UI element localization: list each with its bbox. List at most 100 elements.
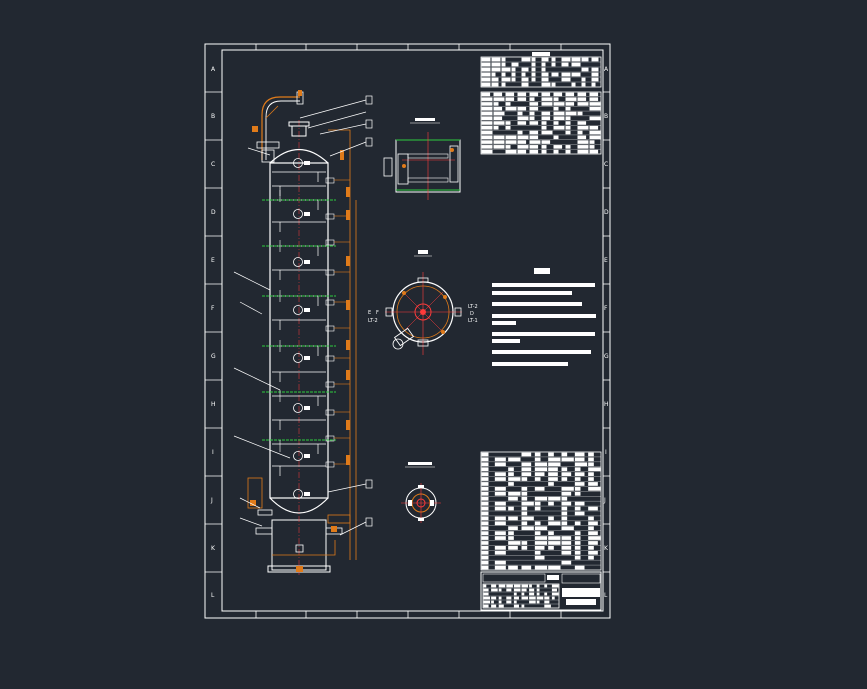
table-cell-text <box>529 116 535 121</box>
table-cell-text <box>508 536 514 540</box>
table-cell-text <box>548 565 561 570</box>
table-title <box>532 52 550 56</box>
table-cell-text <box>517 121 527 125</box>
table-cell-text <box>508 496 518 501</box>
table-cell-text <box>534 487 545 491</box>
table-cell-text <box>574 472 585 476</box>
detail-title-bar <box>415 118 435 121</box>
table-cell-text <box>505 102 511 106</box>
table-cell-text <box>508 491 521 496</box>
table-cell-text <box>481 462 489 467</box>
table-cell-text <box>561 457 574 462</box>
table-cell-text <box>493 135 505 140</box>
table-cell-text <box>574 491 581 496</box>
table-cell-text <box>571 62 581 67</box>
table-cell-text <box>534 526 548 531</box>
sheet-inner-border <box>221 49 604 612</box>
table-cell-text <box>553 106 559 111</box>
table-cell-text <box>521 472 532 476</box>
table-cell-text <box>551 584 559 588</box>
table-cell-text <box>591 57 599 62</box>
table-cell-text <box>506 596 512 600</box>
table-cell-text <box>513 596 519 600</box>
table-cell-text <box>541 149 547 154</box>
table-cell-text <box>529 600 536 604</box>
row-label: H <box>604 401 609 408</box>
table-cell-text <box>574 482 585 486</box>
table-cell-text <box>481 130 493 135</box>
table-cell-text <box>553 145 563 149</box>
table-cell-text <box>588 550 598 555</box>
table-cell-text <box>541 102 553 106</box>
table-cell-text <box>589 145 595 149</box>
table-cell-text <box>506 600 512 604</box>
table-cell-text <box>517 140 527 144</box>
table-cell-text <box>534 496 548 501</box>
table-cell-text <box>551 57 556 62</box>
table-cell-text <box>588 457 594 462</box>
table-cell-text <box>483 596 491 600</box>
table-cell-text <box>548 457 561 462</box>
table-cell-text <box>508 546 518 550</box>
table-cell-text <box>481 102 493 106</box>
table-cell-text <box>548 452 554 457</box>
table-cell-text <box>511 77 516 82</box>
table-cell-text <box>494 457 506 462</box>
table-cell-text <box>553 135 559 140</box>
table-cell-text <box>589 92 599 97</box>
table-cell-text <box>548 541 561 545</box>
table-cell-text <box>541 97 553 101</box>
table-cell-text <box>574 452 585 457</box>
nozzle-table <box>480 91 602 155</box>
table-cell-text <box>481 516 489 521</box>
table-cell-text <box>551 82 556 87</box>
table-cell-text <box>521 67 529 72</box>
table-cell-text <box>589 149 599 154</box>
table-cell-text <box>541 77 549 82</box>
table-cell-text <box>577 125 589 130</box>
table-cell-text <box>541 82 551 87</box>
table-cell-text <box>517 130 523 135</box>
table-cell-text <box>541 111 551 116</box>
table-cell-text <box>508 477 521 481</box>
table-cell-text <box>481 145 493 149</box>
table-cell-text <box>483 584 487 588</box>
table-cell-text <box>548 482 554 486</box>
table-cell-text <box>508 472 514 476</box>
table-cell-text <box>534 452 541 457</box>
table-cell-text <box>548 516 554 521</box>
table-cell-text <box>531 67 536 72</box>
title-block-border <box>480 571 602 611</box>
manhole-marker <box>293 451 303 461</box>
table-cell-text <box>493 92 503 97</box>
table-cell-text <box>561 550 572 555</box>
table-cell-text <box>508 457 521 462</box>
table-cell-text <box>574 457 585 462</box>
table-cell-text <box>521 592 525 596</box>
table-cell-text <box>506 584 513 588</box>
orientation-plan-view: E F LT-2 LT-2 D LT-1 <box>368 250 478 355</box>
table-cell-text <box>553 149 559 154</box>
table-cell-text <box>561 467 568 472</box>
side-nozzle <box>325 461 335 468</box>
table-cell-text <box>508 531 514 535</box>
overhead-vapor-line <box>261 96 300 160</box>
table-cell-text <box>531 77 536 82</box>
table-cell-text <box>553 102 565 106</box>
row-label: A <box>211 66 216 73</box>
tray-set <box>262 158 350 499</box>
table-cell-text <box>517 149 527 154</box>
table-cell-text <box>491 584 497 588</box>
table-cell-text <box>511 67 516 72</box>
table-cell-text <box>481 57 491 62</box>
table-cell-text <box>481 457 489 462</box>
table-cell-text <box>501 67 511 72</box>
table-cell-text <box>494 521 506 526</box>
table-cell-text <box>548 472 558 476</box>
table-cell-text <box>505 97 515 101</box>
table-cell-text <box>553 92 563 97</box>
table-cell-text <box>517 106 527 111</box>
table-cell-text <box>589 97 599 101</box>
row-label: H <box>211 401 216 408</box>
signature-grid <box>482 583 560 609</box>
